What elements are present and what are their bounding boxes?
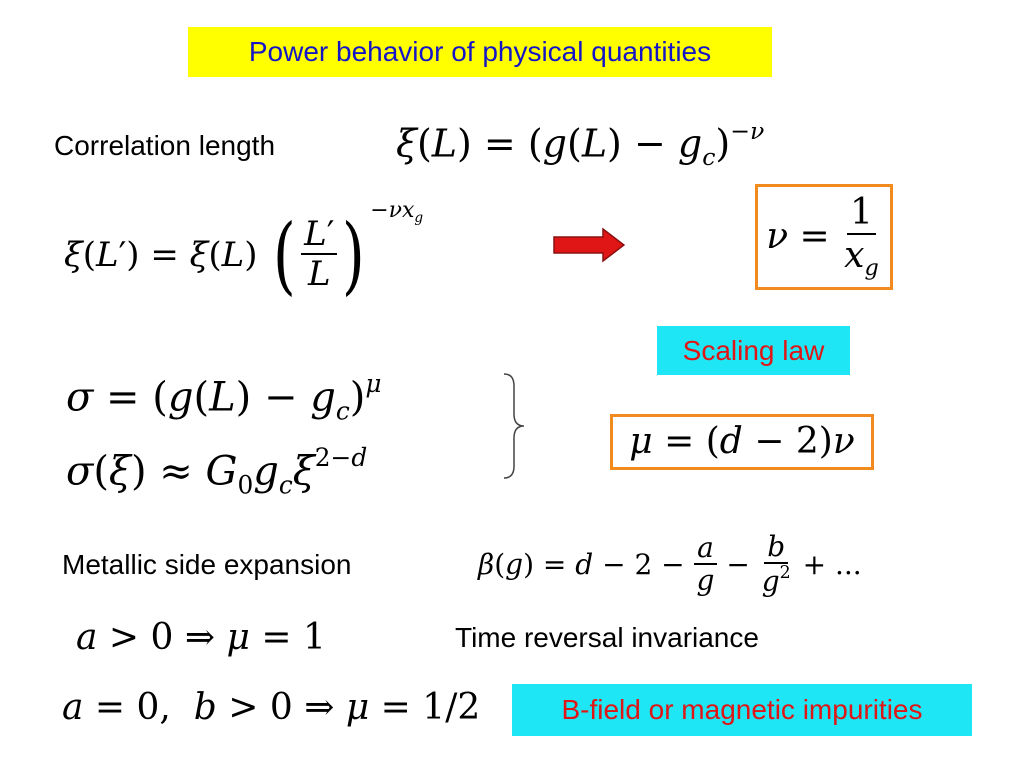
correlation-length-label: Correlation length [54,130,276,161]
bfield-label: B-field or magnetic impurities [561,694,923,725]
case-a-positive-equation: a > 0 ⇒ μ = 1 [76,617,326,658]
time-reversal-label: Time reversal invariance [455,622,759,653]
right-arrow-icon [553,227,625,263]
mu-equation: μ = (d − 2)ν [629,421,855,462]
case-a-zero-equation: a = 0, b > 0 ⇒ μ = 1/2 [62,687,481,728]
correlation-equation: ξ(L) = (g(L) − gc)−ν [396,117,765,171]
scaling-law-label: Scaling law [682,334,825,366]
scaling-law-badge: Scaling law [657,326,850,375]
conductivity-xi-equation: σ(ξ) ≈ G0gcξ2−d [66,443,368,500]
right-brace-icon [503,373,525,479]
slide-title-box: Power behavior of physical quantities [188,27,772,77]
metallic-expansion-label: Metallic side expansion [62,549,352,580]
scaling-equation: ξ(L′) = ξ(L) ( L′L ) −νxg [64,198,424,304]
conductivity-equation: σ = (g(L) − gc)μ [66,369,382,426]
slide-title: Power behavior of physical quantities [248,36,712,67]
mu-result-box: μ = (d − 2)ν [610,414,874,470]
bfield-badge: B-field or magnetic impurities [512,684,972,736]
